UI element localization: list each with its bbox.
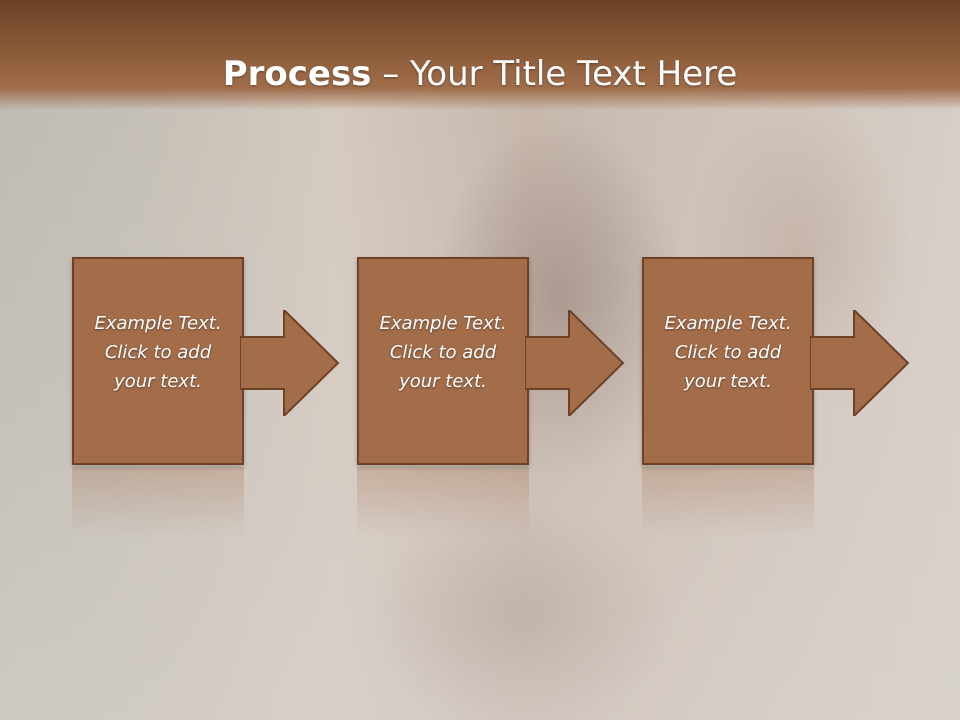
- step-2-line-3: your text.: [399, 371, 487, 392]
- process-step-2[interactable]: Example Text. Click to add your text.: [357, 257, 529, 465]
- step-1-text[interactable]: Example Text. Click to add your text.: [72, 309, 244, 396]
- step-2-text[interactable]: Example Text. Click to add your text.: [357, 309, 529, 396]
- step-3-arrow-icon: [810, 310, 910, 416]
- step-2-arrow-icon: [525, 310, 625, 416]
- slide-title[interactable]: Process – Your Title Text Here: [0, 50, 960, 98]
- step-1-reflection: [72, 467, 244, 537]
- process-step-1[interactable]: Example Text. Click to add your text.: [72, 257, 244, 465]
- step-3-reflection: [642, 467, 814, 537]
- step-2-line-1: Example Text.: [379, 313, 507, 334]
- step-2-line-2: Click to add: [389, 342, 497, 363]
- step-1-line-2: Click to add: [104, 342, 212, 363]
- step-2-box: [357, 257, 529, 465]
- step-2-reflection: [357, 467, 529, 537]
- title-bold: Process: [222, 54, 372, 94]
- step-3-text[interactable]: Example Text. Click to add your text.: [642, 309, 814, 396]
- step-3-line-2: Click to add: [674, 342, 782, 363]
- step-3-line-1: Example Text.: [664, 313, 792, 334]
- step-1-line-3: your text.: [114, 371, 202, 392]
- process-step-3[interactable]: Example Text. Click to add your text.: [642, 257, 814, 465]
- step-3-box: [642, 257, 814, 465]
- step-3-line-3: your text.: [684, 371, 772, 392]
- step-1-arrow-icon: [240, 310, 340, 416]
- title-rest: – Your Title Text Here: [371, 54, 738, 94]
- title-bar: [0, 0, 960, 110]
- step-1-line-1: Example Text.: [94, 313, 222, 334]
